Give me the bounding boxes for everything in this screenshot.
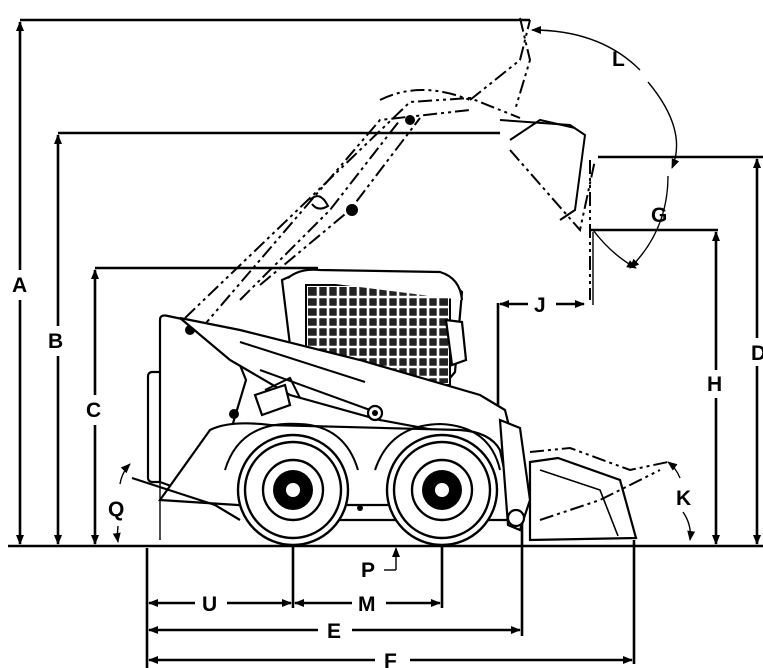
dimension-g: G (592, 204, 667, 305)
label-f: F (384, 650, 397, 668)
raised-lift-arm-phantom (184, 17, 596, 331)
label-d: D (751, 342, 763, 365)
dimension-f: F (148, 540, 636, 668)
dimension-p: P (361, 547, 400, 582)
front-wheel (385, 433, 499, 547)
label-p: P (361, 559, 375, 582)
dimension-j: J (496, 294, 585, 420)
dimension-a: A (12, 18, 530, 545)
rear-wheel (236, 433, 350, 547)
label-q: Q (108, 498, 124, 521)
label-a: A (12, 274, 27, 297)
label-j: J (534, 294, 546, 317)
dimension-b: B (48, 131, 500, 545)
label-u: U (202, 593, 217, 616)
dimension-d: D (598, 155, 763, 545)
label-k: K (676, 487, 691, 510)
dimension-k: K (667, 461, 696, 541)
label-b: B (48, 330, 63, 353)
label-l: L (612, 48, 625, 71)
dimension-h: H (590, 228, 722, 545)
label-e: E (327, 620, 341, 643)
dimension-l: L (531, 26, 680, 269)
dimension-q: Q (108, 463, 131, 543)
label-c: C (86, 399, 101, 422)
lowered-bucket-phantom (528, 446, 669, 542)
label-m: M (358, 593, 376, 616)
label-h: H (707, 373, 722, 396)
